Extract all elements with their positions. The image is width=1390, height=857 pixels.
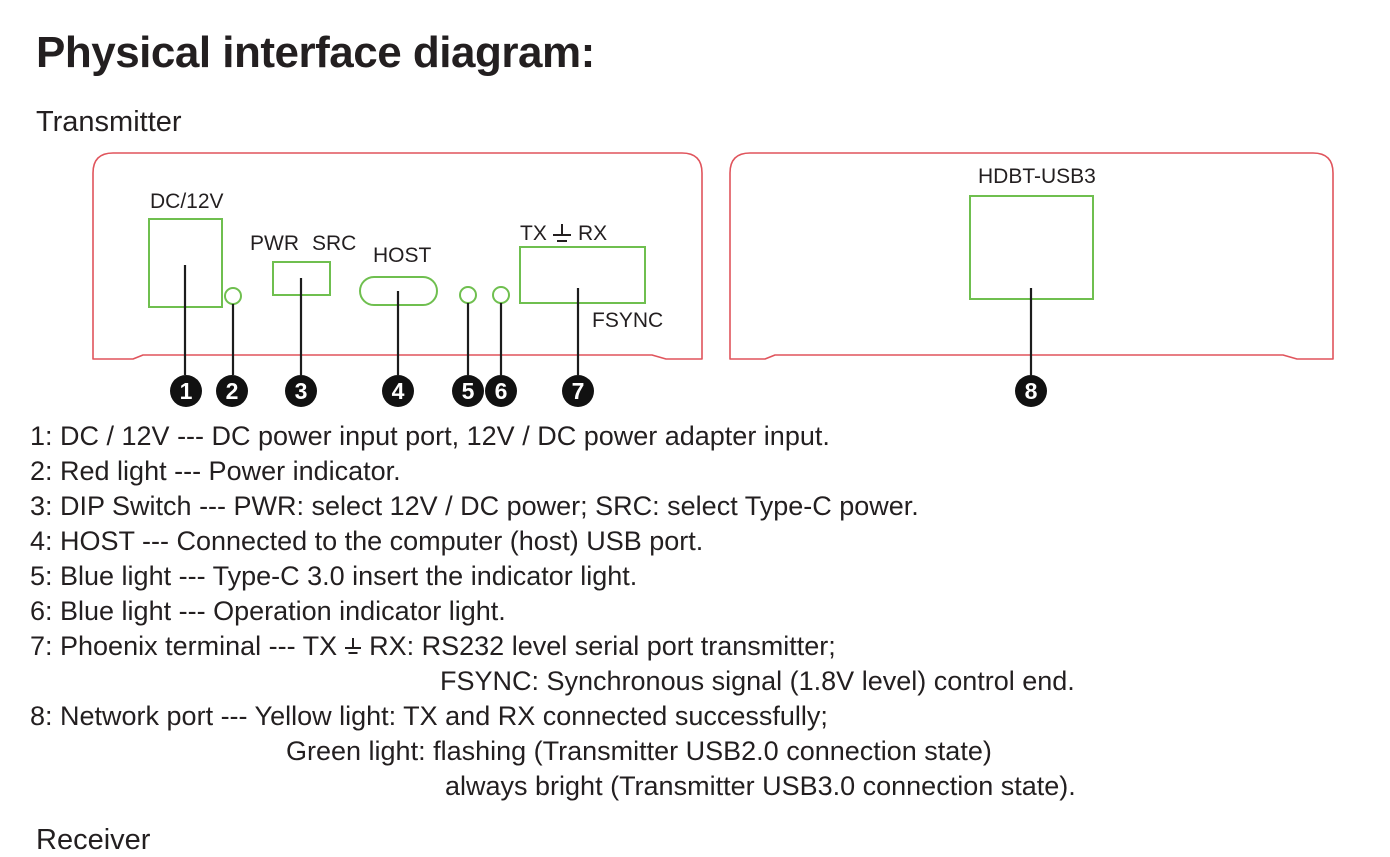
callout-8: 8 [1015, 375, 1047, 407]
callout-1: 1 [170, 375, 202, 407]
legend-line-red-light: 2: Red light --- Power indicator. [30, 456, 401, 486]
callout-3: 3 [285, 375, 317, 407]
phoenix-rx-label: RX [578, 222, 607, 245]
dip-pwr-label: PWR [250, 232, 299, 255]
svg-text:1: 1 [180, 378, 193, 404]
legend-phoenix-prefix: 7: Phoenix terminal --- TX [30, 631, 338, 661]
svg-text:4: 4 [392, 378, 405, 404]
dc-port-label: DC/12V [150, 190, 224, 213]
legend-line-phoenix: 7: Phoenix terminal --- TX RX: RS232 leve… [30, 629, 836, 664]
earth-ground-icon [345, 638, 362, 654]
svg-text:8: 8 [1025, 378, 1038, 404]
phoenix-terminal [519, 246, 646, 304]
network-port [969, 195, 1094, 300]
svg-text:6: 6 [495, 378, 508, 404]
legend-line-green-light: Green light: flashing (Transmitter USB2.… [286, 736, 992, 766]
type-c-insert-led [459, 286, 477, 304]
dip-src-label: SRC [312, 232, 356, 255]
power-indicator-led [224, 287, 242, 305]
physical-interface-diagram: DC/12V PWR SRC HOST TX RX FSYNC HDBT-USB… [92, 152, 1334, 407]
earth-ground-icon [553, 224, 571, 242]
legend-line-fsync: FSYNC: Synchronous signal (1.8V level) c… [440, 666, 1075, 696]
transmitter-section-heading: Transmitter [36, 106, 182, 138]
page-title: Physical interface diagram: [36, 28, 595, 77]
legend-line-network-port: 8: Network port --- Yellow light: TX and… [30, 701, 828, 731]
svg-text:3: 3 [295, 378, 308, 404]
callout-leader-lines [183, 265, 1033, 375]
svg-text:7: 7 [572, 378, 585, 404]
network-port-label: HDBT-USB3 [978, 165, 1096, 188]
legend-phoenix-suffix: RX: RS232 level serial port transmitter; [369, 631, 836, 661]
callout-2: 2 [216, 375, 248, 407]
legend-line-dip-switch: 3: DIP Switch --- PWR: select 12V / DC p… [30, 491, 919, 521]
callout-5: 5 [452, 375, 484, 407]
svg-text:2: 2 [226, 378, 239, 404]
callout-7: 7 [562, 375, 594, 407]
callout-6: 6 [485, 375, 517, 407]
transmitter-rear-panel-outline [729, 152, 1334, 360]
operation-led [492, 286, 510, 304]
callout-4: 4 [382, 375, 414, 407]
legend-line-blue-light-2: 6: Blue light --- Operation indicator li… [30, 596, 506, 626]
receiver-section-heading: Receiver [36, 824, 151, 856]
phoenix-tx-label: TX [520, 222, 547, 245]
legend-line-blue-light-1: 5: Blue light --- Type-C 3.0 insert the … [30, 561, 638, 591]
transmitter-front-panel-outline [92, 152, 703, 360]
legend-line-always-bright: always bright (Transmitter USB3.0 connec… [445, 771, 1076, 801]
legend-line-host: 4: HOST --- Connected to the computer (h… [30, 526, 704, 556]
legend-line-dc: 1: DC / 12V --- DC power input port, 12V… [30, 421, 830, 451]
phoenix-fsync-label: FSYNC [592, 309, 663, 332]
svg-text:5: 5 [462, 378, 475, 404]
host-port-label: HOST [373, 244, 432, 267]
